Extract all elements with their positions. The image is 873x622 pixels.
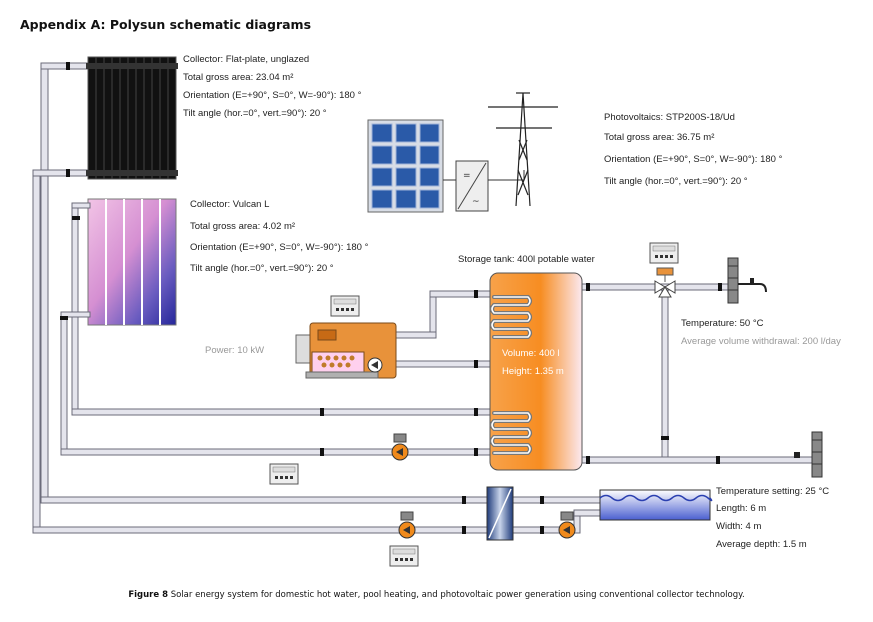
storage-tank-name: Storage tank: 400l potable water bbox=[458, 254, 595, 265]
pipe-vulcan-inner bbox=[60, 311, 68, 456]
controller-pool[interactable] bbox=[389, 545, 419, 567]
storage-tank-volume: Volume: 400 l bbox=[502, 348, 560, 359]
pv-area: Total gross area: 36.75 m² bbox=[604, 132, 715, 143]
controller-mixer[interactable] bbox=[649, 242, 679, 264]
pool-depth: Average depth: 1.5 m bbox=[716, 539, 807, 550]
pool-pump-left-icon[interactable] bbox=[398, 511, 416, 539]
svg-text:~: ~ bbox=[472, 197, 480, 207]
boiler-pump-icon[interactable] bbox=[367, 357, 383, 373]
hot-water-temperature: Temperature: 50 °C bbox=[681, 318, 764, 329]
figure-caption: Figure 8 Solar energy system for domesti… bbox=[0, 590, 873, 600]
cold-water-tap[interactable] bbox=[794, 431, 823, 478]
hot-water-tap[interactable] bbox=[727, 257, 767, 304]
flat-plate-collector[interactable] bbox=[86, 56, 178, 180]
pool-length: Length: 6 m bbox=[716, 503, 767, 514]
vulcan-collector-area: Total gross area: 4.02 m² bbox=[190, 221, 296, 232]
power-pylon bbox=[488, 92, 558, 207]
pipe-boiler-up bbox=[429, 290, 437, 339]
figure-caption-text: Solar energy system for domestic hot wat… bbox=[168, 590, 745, 600]
pipe-pool-supply bbox=[40, 496, 492, 504]
mixing-valve[interactable] bbox=[654, 267, 676, 298]
pipe-vulcan-loop-b bbox=[60, 448, 491, 456]
controller-boiler[interactable] bbox=[330, 295, 360, 317]
pv-name: Photovoltaics: STP200S-18/Ud bbox=[604, 112, 735, 123]
storage-tank-height: Height: 1.35 m bbox=[502, 366, 564, 377]
swimming-pool[interactable] bbox=[599, 489, 713, 521]
solar-pump-icon[interactable] bbox=[391, 433, 409, 461]
vulcan-collector-tilt: Tilt angle (hor.=0°, vert.=90°): 20 ° bbox=[190, 263, 334, 274]
figure-label: Figure 8 bbox=[128, 590, 169, 600]
pipe-pool-inlet-h bbox=[573, 509, 603, 517]
pipe-left-outer bbox=[40, 62, 49, 504]
boiler-power: Power: 10 kW bbox=[205, 345, 265, 356]
flat-collector-orientation: Orientation (E=+90°, S=0°, W=-90°): 180 … bbox=[183, 90, 362, 101]
pipe-tank-top-link bbox=[429, 290, 491, 298]
pv-tilt: Tilt angle (hor.=0°, vert.=90°): 20 ° bbox=[604, 176, 748, 187]
heat-exchanger[interactable] bbox=[486, 486, 514, 541]
flat-collector-area: Total gross area: 23.04 m² bbox=[183, 72, 294, 83]
vulcan-collector-orientation: Orientation (E=+90°, S=0°, W=-90°): 180 … bbox=[190, 242, 369, 253]
inverter[interactable]: = ~ bbox=[455, 160, 489, 212]
flat-collector-name: Collector: Flat-plate, unglazed bbox=[183, 54, 310, 65]
hot-water-withdrawal: Average volume withdrawal: 200 l/day bbox=[681, 336, 841, 347]
pipe-cold-main bbox=[581, 456, 813, 464]
page-title: Appendix A: Polysun schematic diagrams bbox=[20, 17, 312, 32]
pipe-collector-return bbox=[32, 169, 89, 177]
svg-text:=: = bbox=[463, 171, 471, 181]
boiler[interactable] bbox=[295, 322, 397, 379]
pv-orientation: Orientation (E=+90°, S=0°, W=-90°): 180 … bbox=[604, 154, 783, 165]
controller-solar[interactable] bbox=[269, 463, 299, 485]
pipe-vulcan-left bbox=[71, 204, 79, 416]
pipe-vulcan-loop-a bbox=[71, 408, 491, 416]
pipe-boiler-top bbox=[394, 331, 437, 339]
pool-temperature: Temperature setting: 25 °C bbox=[716, 486, 830, 497]
pipe-pool-return bbox=[32, 526, 489, 534]
pool-width: Width: 4 m bbox=[716, 521, 762, 532]
pv-panel[interactable] bbox=[367, 119, 444, 213]
pool-pump-right-icon[interactable] bbox=[558, 511, 576, 539]
storage-tank[interactable] bbox=[489, 272, 583, 471]
flat-collector-tilt: Tilt angle (hor.=0°, vert.=90°): 20 ° bbox=[183, 108, 327, 119]
vulcan-collector[interactable] bbox=[60, 198, 177, 326]
pipe-hx-pool-top bbox=[511, 496, 601, 504]
vulcan-collector-name: Collector: Vulcan L bbox=[190, 199, 270, 210]
pipe-left-inner bbox=[32, 169, 41, 531]
pipe-junctions bbox=[60, 62, 722, 534]
